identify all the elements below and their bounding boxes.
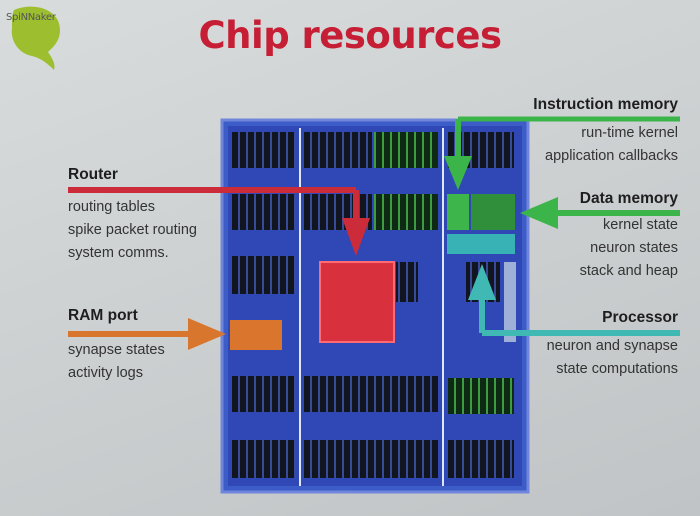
ram-port-line: activity logs — [68, 365, 143, 381]
instruction-memory-block — [447, 194, 469, 230]
data-memory-label: Data memory kernel state neuron states s… — [580, 190, 678, 283]
router-label: Router routing tables spike packet routi… — [68, 166, 197, 265]
data-memory-line: kernel state — [603, 217, 678, 233]
router-title: Router — [68, 166, 118, 183]
ram-port-title: RAM port — [68, 307, 138, 324]
ram-port-label: RAM port synapse states activity logs — [68, 307, 165, 385]
instruction-memory-line: application callbacks — [545, 148, 678, 164]
data-memory-block — [471, 194, 515, 230]
router-line: routing tables — [68, 199, 156, 215]
instruction-memory-label: Instruction memory run-time kernel appli… — [533, 96, 678, 168]
instruction-memory-arrow — [444, 116, 680, 190]
data-memory-title: Data memory — [579, 190, 678, 207]
processor-line: neuron and synapse — [546, 338, 678, 354]
data-memory-line: neuron states — [590, 240, 678, 256]
processor-block — [447, 234, 515, 254]
processor-arrow — [468, 264, 680, 336]
instruction-memory-line: run-time kernel — [581, 125, 678, 141]
spinnaker-logo — [11, 6, 60, 71]
processor-side — [504, 262, 516, 342]
router-arrow — [68, 187, 370, 256]
router-line: spike packet routing — [68, 222, 197, 238]
processor-title: Processor — [602, 309, 678, 326]
instruction-memory-title: Instruction memory — [533, 96, 678, 113]
ram-port-block — [230, 320, 282, 350]
data-memory-arrow — [520, 197, 680, 229]
logo-text: SpiNNaker — [6, 12, 56, 23]
data-memory-line: stack and heap — [579, 263, 678, 279]
processor-line: state computations — [556, 361, 678, 377]
slide-title: Chip resources — [198, 14, 502, 57]
ram-port-line: synapse states — [68, 342, 165, 358]
processor-label: Processor neuron and synapse state compu… — [547, 309, 678, 381]
ram-port-arrow — [68, 318, 226, 350]
router-block — [319, 261, 395, 343]
router-line: system comms. — [68, 245, 169, 261]
